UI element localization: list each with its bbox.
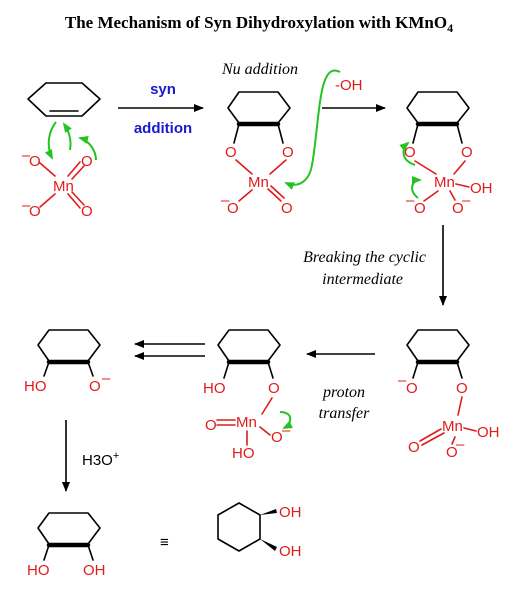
oxygen-atom: O: [89, 378, 101, 395]
oxygen-atom: O: [268, 380, 280, 397]
hydroxide-nucleophile: -OH: [335, 77, 363, 94]
negative-charge: –: [102, 370, 111, 387]
hydroxyl-group: HO: [203, 380, 226, 397]
step-label-nu-addition: Nu addition: [221, 61, 298, 78]
mn-atom: Mn: [248, 174, 269, 191]
page-title: The Mechanism of Syn Dihydroxylation wit…: [65, 13, 453, 35]
opened-manganate-species: O – O Mn OH O O –: [398, 329, 500, 461]
permanganate-ion: Mn O O O O – –: [22, 147, 93, 220]
hydroxyl-group: HO: [232, 445, 255, 462]
protonated-manganate-species: HO O Mn O O – HO: [203, 329, 293, 462]
negative-charge: –: [456, 436, 465, 453]
oxygen-atom: O: [225, 144, 237, 161]
oxygen-atom: O: [461, 144, 473, 161]
mn-atom: Mn: [442, 418, 463, 435]
oxygen-atom: O: [446, 444, 458, 461]
mn-atom: Mn: [236, 414, 257, 431]
oxygen-atom: O: [281, 200, 293, 217]
hydroxyl-group: OH: [477, 424, 500, 441]
mn-atom: Mn: [434, 174, 455, 191]
hydroxy-manganate-intermediate: O O Mn OH O – O –: [399, 91, 493, 217]
hydroxyl-group: OH: [279, 543, 302, 560]
skeletal-cis-diol: OH OH: [217, 502, 302, 560]
hydroxyl-group: HO: [24, 378, 47, 395]
negative-charge: –: [22, 197, 31, 214]
hydroxyl-group: OH: [83, 562, 106, 579]
oxygen-atom: O: [205, 417, 217, 434]
cyclic-manganate-ester: O O Mn O – O: [221, 91, 294, 217]
oxygen-atom: O: [414, 200, 426, 217]
negative-charge: –: [221, 192, 230, 209]
oxygen-atom: O: [271, 429, 283, 446]
equivalent-symbol: ≡: [160, 534, 169, 551]
hydroxyl-group: OH: [279, 504, 302, 521]
negative-charge: –: [398, 372, 407, 389]
negative-charge: –: [22, 147, 31, 164]
reagent-h3o: H3O+: [82, 450, 119, 469]
electron-push-arrows: [44, 121, 97, 161]
step-label-intermediate: intermediate: [322, 271, 403, 288]
step-label-breaking: Breaking the cyclic: [303, 249, 426, 266]
oxygen-atom: O: [227, 200, 239, 217]
negative-charge: –: [282, 422, 291, 439]
condition-addition: addition: [134, 120, 192, 137]
oxygen-atom: O: [282, 144, 294, 161]
oxygen-atom: O: [404, 144, 416, 161]
oxygen-atom: O: [456, 380, 468, 397]
step-label-proton: proton: [322, 384, 365, 401]
nucleophile-attack-arrow: [284, 69, 341, 190]
oxygen-atom: O: [29, 153, 41, 170]
negative-charge: –: [406, 192, 415, 209]
oxygen-atom: O: [408, 439, 420, 456]
alkoxide-intermediate: HO O –: [24, 329, 111, 395]
cyclohexene-molecule: [27, 82, 101, 117]
oxygen-atom: O: [406, 380, 418, 397]
oxygen-atom: O: [81, 153, 93, 170]
condition-syn: syn: [150, 81, 176, 98]
mn-atom: Mn: [53, 178, 74, 195]
oxygen-atom: O: [452, 200, 464, 217]
oxygen-atom: O: [29, 203, 41, 220]
hydroxyl-group: HO: [27, 562, 50, 579]
step-label-transfer: transfer: [319, 405, 370, 422]
oxygen-atom: O: [81, 203, 93, 220]
negative-charge: –: [462, 192, 471, 209]
hydroxyl-group: OH: [470, 180, 493, 197]
cis-diol-product: HO OH: [27, 512, 106, 579]
